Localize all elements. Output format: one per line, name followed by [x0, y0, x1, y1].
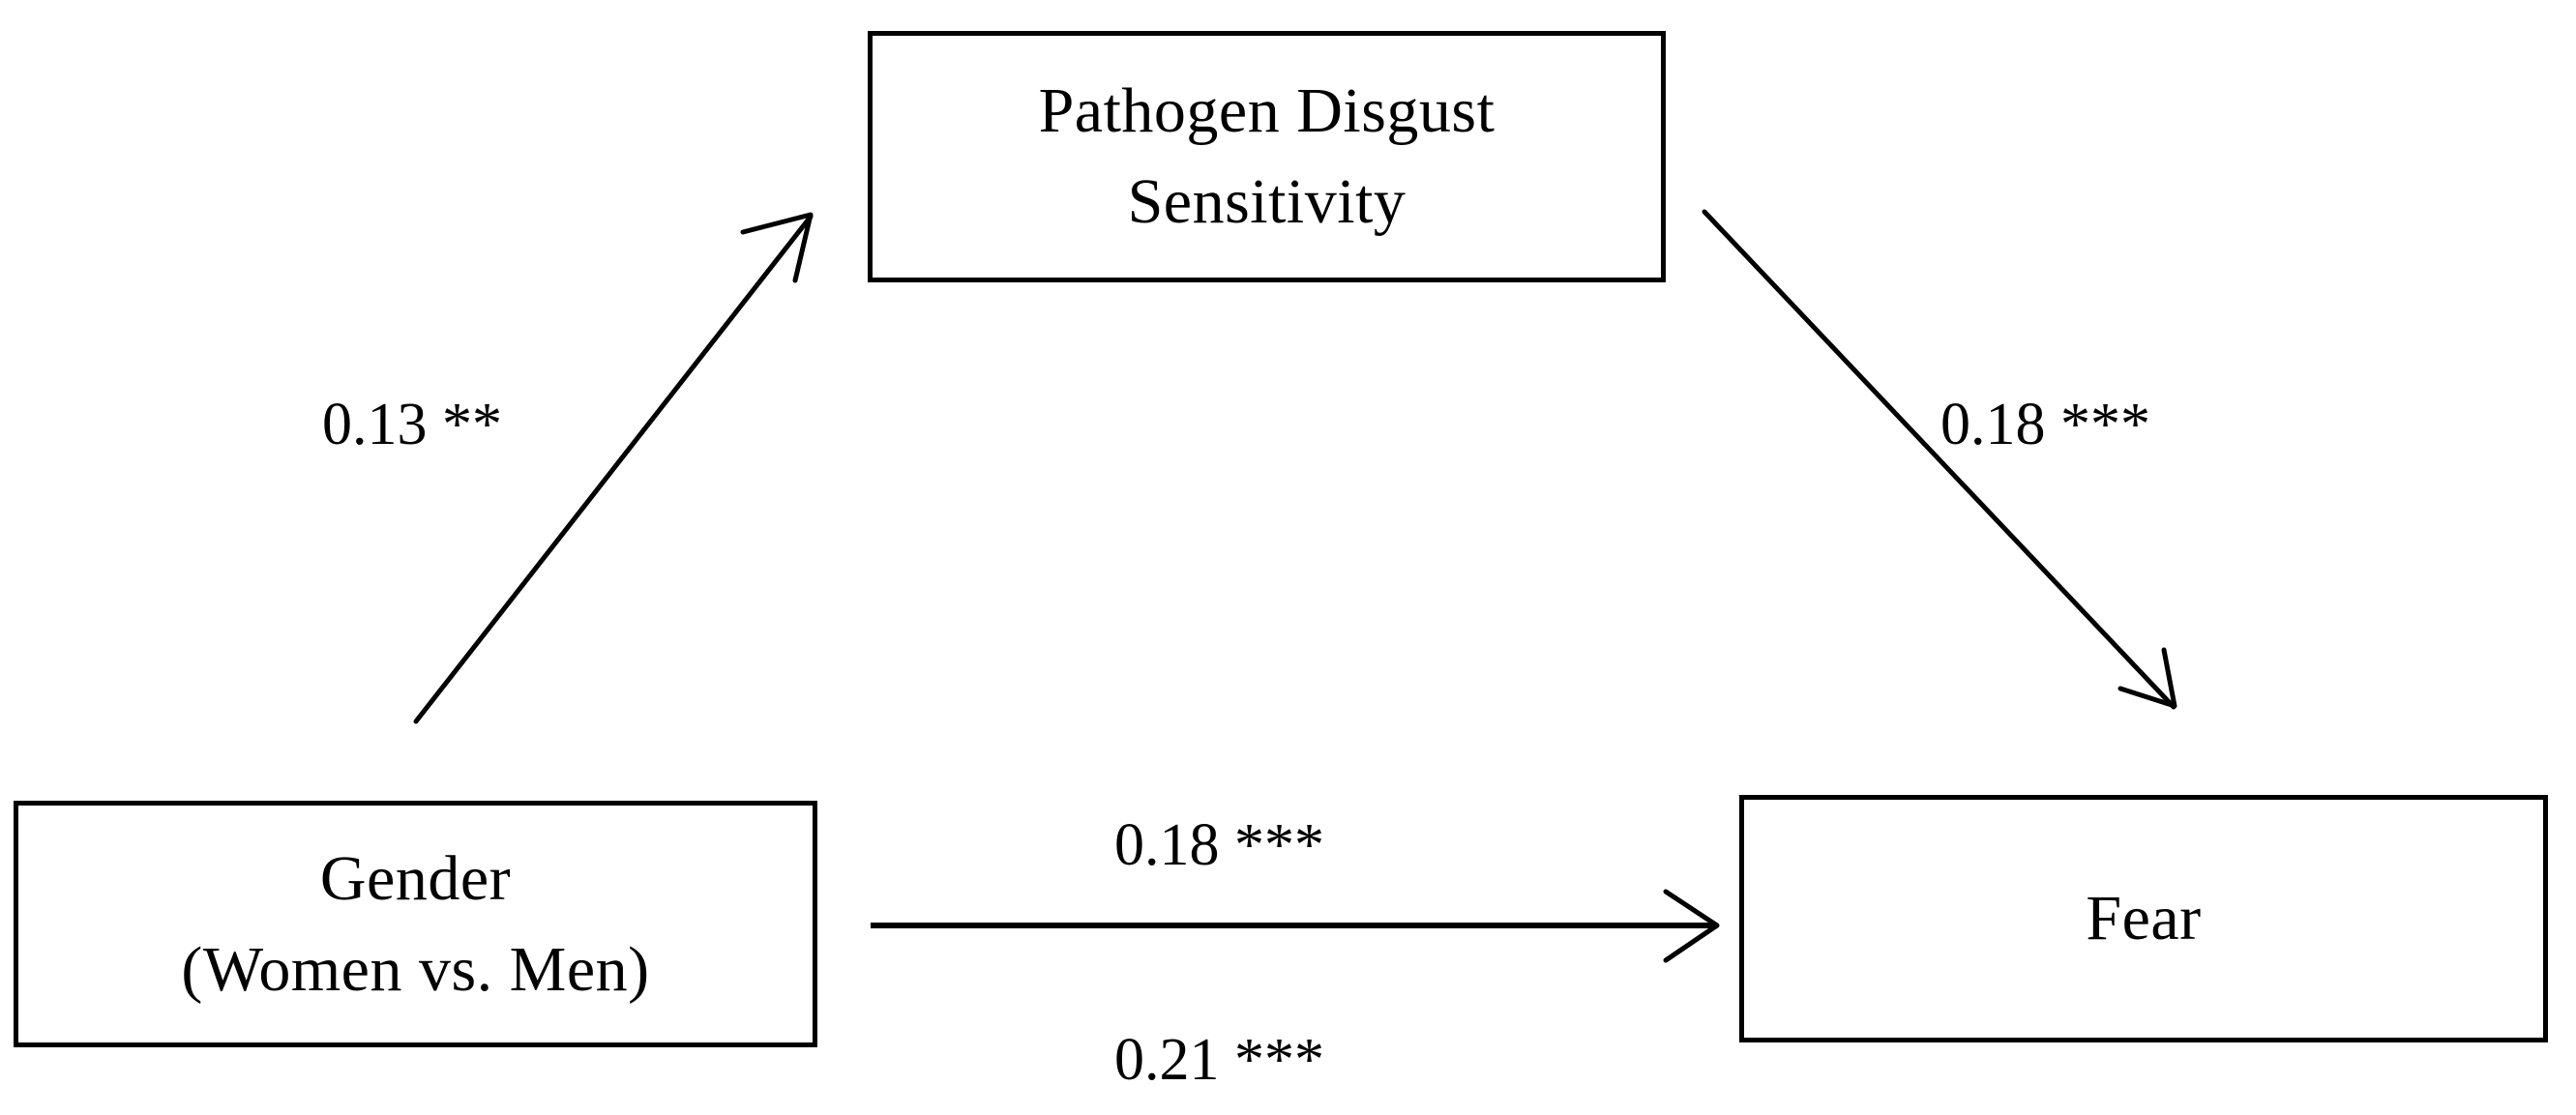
node-pathogen-disgust-sensitivity: Pathogen Disgust Sensitivity	[868, 31, 1666, 282]
arrow-b-path	[1702, 209, 2177, 710]
arrow-direct-path	[871, 889, 1720, 963]
arrow-a-path	[413, 212, 814, 724]
edge-label-a-path: 0.13 **	[322, 392, 502, 457]
node-predictor-line-2: (Women vs. Men)	[181, 933, 650, 1005]
node-mediator-line-1: Pathogen Disgust	[1038, 75, 1495, 147]
node-outcome-line-1: Fear	[2086, 883, 2202, 954]
edge-label-total-effect: 0.21 ***	[1114, 1027, 1324, 1093]
node-mediator-line-2: Sensitivity	[1127, 166, 1406, 237]
node-gender: Gender (Women vs. Men)	[14, 801, 817, 1047]
edge-label-b-path: 0.18 ***	[1940, 392, 2150, 457]
edge-label-direct-effect: 0.18 ***	[1114, 812, 1324, 878]
node-fear: Fear	[1739, 795, 2548, 1042]
node-predictor-line-1: Gender	[319, 842, 512, 914]
